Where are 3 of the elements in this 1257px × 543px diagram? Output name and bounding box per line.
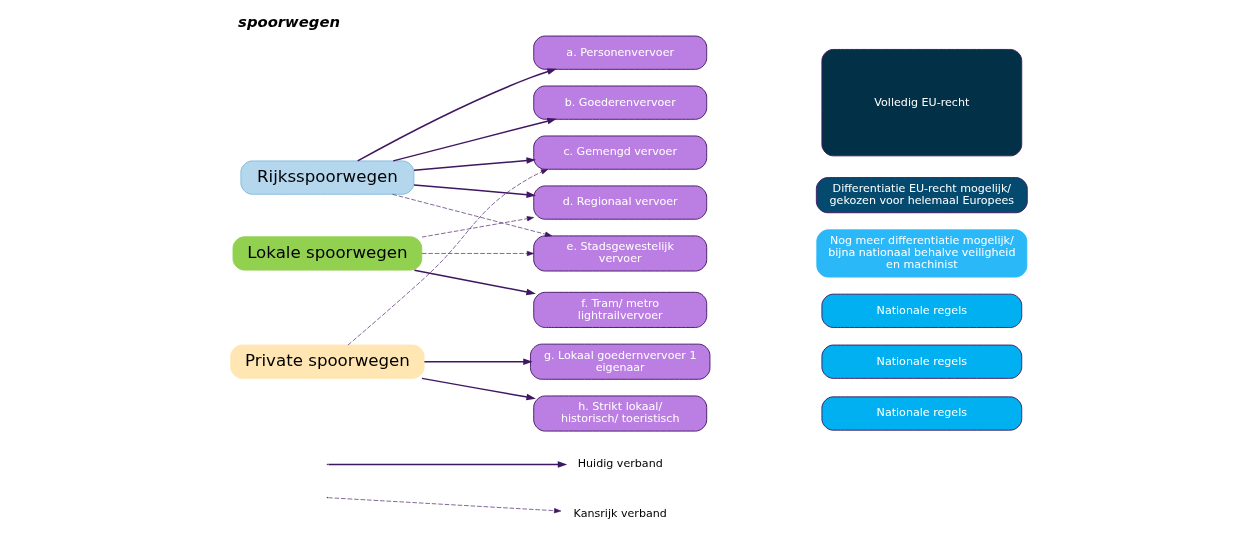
legend-label: Huidig verband [577,457,663,471]
diagram-title: spoorwegen [237,12,340,30]
legend-label: Kansrijk verband [573,507,667,521]
